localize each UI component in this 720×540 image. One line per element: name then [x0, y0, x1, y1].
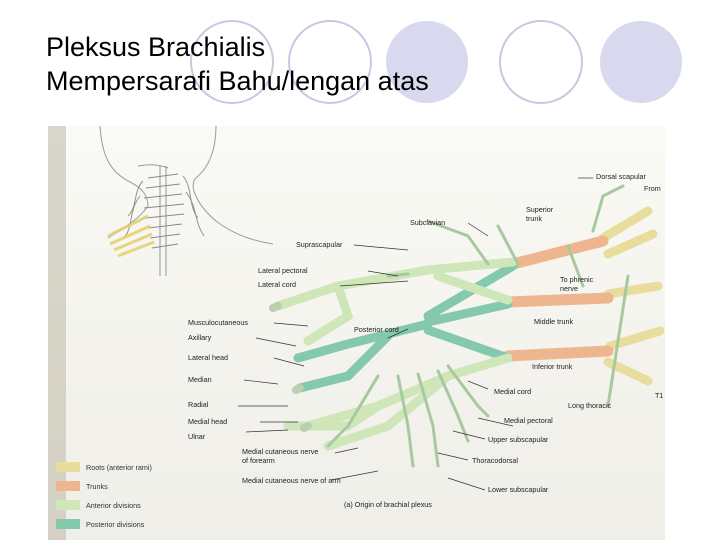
key-label-trunks: Trunks	[86, 482, 108, 491]
slide-title-line2: Mempersarafi Bahu/lengan atas	[46, 66, 429, 96]
label-medial-pectoral: Medial pectoral	[504, 416, 553, 425]
key-label-roots: Roots (anterior rami)	[86, 463, 152, 472]
label-lateral-cord: Lateral cord	[258, 280, 296, 289]
label-from: From	[644, 184, 661, 193]
trunks	[502, 235, 614, 362]
decorative-circle-outline	[499, 20, 583, 104]
label-inferior-trunk: Inferior trunk	[532, 362, 573, 371]
label-musculocutaneous: Musculocutaneous	[188, 318, 248, 327]
label-to-phrenic-nerve: To phrenic nerve	[560, 275, 595, 293]
label-medial-cutaneous-forearm-line1: Medial cutaneous nerve	[242, 447, 318, 456]
decorative-circles	[190, 20, 682, 104]
label-medial-cutaneous-arm: Medial cutaneous nerve of arm	[242, 476, 341, 485]
label-lateral-head: Lateral head	[188, 353, 228, 362]
terminal-nerve-ends	[269, 302, 312, 432]
label-axillary: Axillary	[188, 333, 212, 342]
label-subclavian: Subclavian	[410, 218, 445, 227]
slide-title-line1: Pleksus Brachialis	[46, 32, 266, 62]
key-label-posterior-divisions: Posterior divisions	[86, 520, 145, 529]
key-swatch-anterior-divisions	[56, 500, 80, 510]
label-lateral-pectoral: Lateral pectoral	[258, 266, 308, 275]
key-swatch-roots	[56, 462, 80, 472]
scan-edge	[48, 126, 66, 540]
key-swatch-trunks	[56, 481, 80, 491]
label-median: Median	[188, 375, 212, 384]
label-upper-subscapular: Upper subscapular	[488, 435, 549, 444]
brachial-plexus-figure: Dorsal scapular From Superior trunk Subc…	[48, 126, 665, 540]
label-to-phrenic-line2: nerve	[560, 284, 578, 293]
key-label-anterior-divisions: Anterior divisions	[86, 501, 141, 510]
label-t1: T1	[655, 391, 663, 400]
spinal-nerve-cluster	[123, 166, 205, 276]
label-radial: Radial	[188, 400, 209, 409]
label-to-phrenic-line1: To phrenic	[560, 275, 594, 284]
label-superior-trunk-line1: Superior	[526, 205, 554, 214]
label-medial-cord: Medial cord	[494, 387, 531, 396]
branch-nerves	[326, 184, 630, 468]
decorative-circle-outline	[190, 20, 274, 104]
label-lower-subscapular: Lower subscapular	[488, 485, 549, 494]
label-medial-cutaneous-forearm-line2: of forearm	[242, 456, 275, 465]
slide-title: Pleksus Brachialis Mempersarafi Bahu/len…	[46, 30, 429, 98]
anatomy-labels: Dorsal scapular From Superior trunk Subc…	[188, 172, 663, 509]
label-superior-trunk: Superior trunk	[526, 205, 555, 223]
decorative-circle-filled	[386, 21, 468, 103]
label-superior-trunk-line2: trunk	[526, 214, 542, 223]
label-middle-trunk: Middle trunk	[534, 317, 574, 326]
decorative-circle-outline	[288, 20, 372, 104]
label-medial-cutaneous-forearm: Medial cutaneous nerve of forearm	[242, 447, 320, 465]
brachial-plexus-diagram: Dorsal scapular From Superior trunk Subc…	[48, 126, 665, 540]
key-swatch-posterior-divisions	[56, 519, 80, 529]
label-medial-head: Medial head	[188, 417, 227, 426]
leader-lines	[238, 177, 593, 491]
color-key: Roots (anterior rami) Trunks Anterior di…	[56, 462, 152, 529]
label-suprascapular: Suprascapular	[296, 240, 343, 249]
label-dorsal-scapular: Dorsal scapular	[596, 172, 647, 181]
decorative-circle-filled	[600, 21, 682, 103]
small-plexus-highlight	[107, 214, 155, 258]
label-ulnar: Ulnar	[188, 432, 206, 441]
label-posterior-cord: Posterior cord	[354, 325, 399, 334]
figure-caption: (a) Origin of brachial plexus	[344, 500, 432, 509]
label-long-thoracic: Long thoracic	[568, 401, 612, 410]
label-thoracodorsal: Thoracodorsal	[472, 456, 518, 465]
